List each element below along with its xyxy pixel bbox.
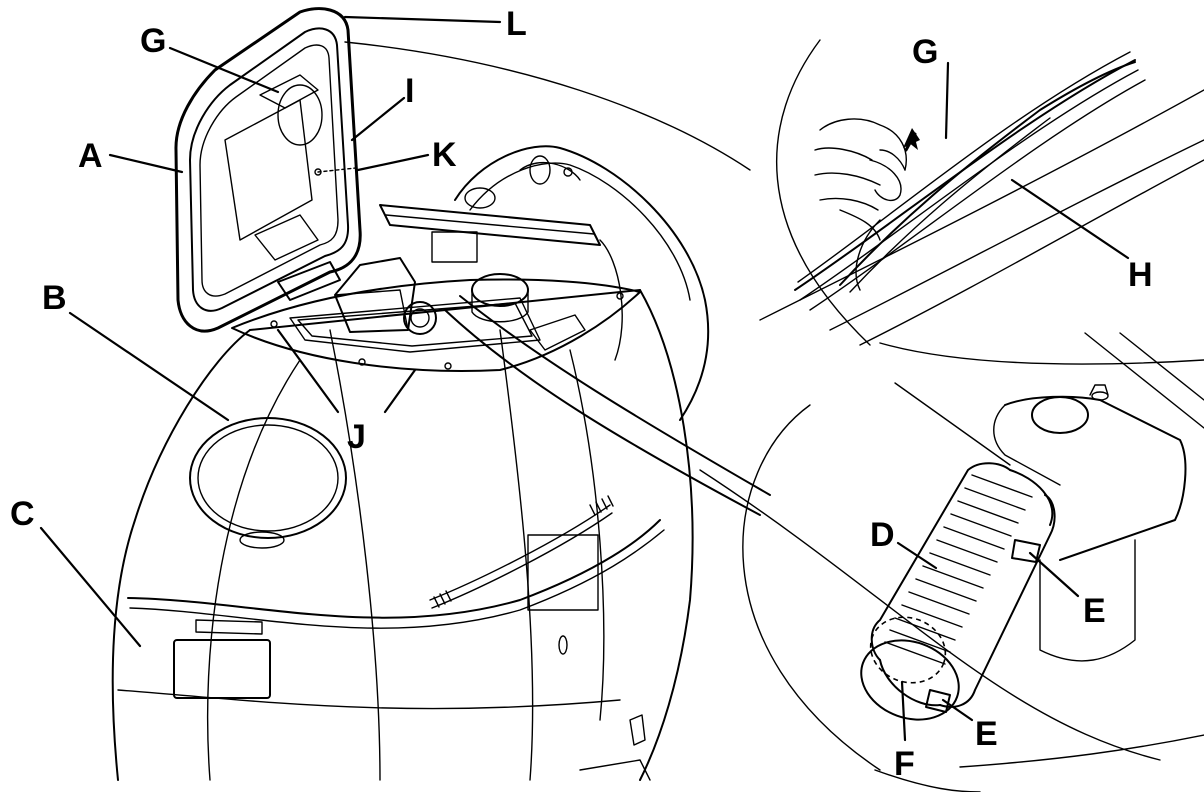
hand-figure: [814, 118, 907, 241]
callout-H: H: [1128, 256, 1153, 294]
callout-L: L: [506, 5, 527, 43]
tank-lid: [174, 7, 362, 333]
callout-E-upper: E: [1083, 592, 1106, 630]
callout-C: C: [10, 495, 35, 533]
detail-filter-view: [860, 384, 1187, 721]
callout-labels: G L I A K B C J G H D E E F: [10, 5, 1153, 783]
callout-B: B: [42, 279, 67, 317]
cable-spring-lower: [433, 590, 452, 608]
leader-lines: [39, 15, 1130, 742]
callout-G-main: G: [140, 22, 166, 60]
detail-gasket-view: [759, 51, 1204, 346]
detail-bubble-outlines: [344, 39, 1204, 792]
cable-spring-upper: [589, 495, 614, 516]
callout-D: D: [870, 516, 895, 554]
callout-K: K: [432, 136, 457, 174]
callout-I: I: [405, 72, 414, 110]
filter-cartridge: [860, 462, 1056, 721]
callout-F: F: [894, 745, 915, 783]
machine-main-view: [111, 7, 771, 781]
callout-A: A: [78, 137, 103, 175]
callout-J: J: [347, 418, 366, 456]
callout-G-detail: G: [912, 33, 938, 71]
callout-E-lower: E: [975, 715, 998, 753]
